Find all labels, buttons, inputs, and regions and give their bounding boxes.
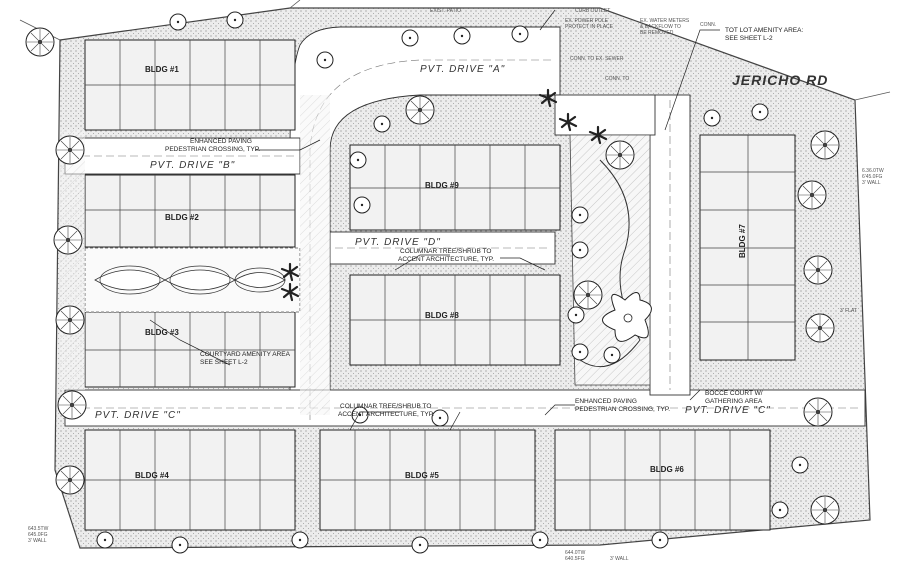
road-label-drive-c-left: PVT. DRIVE "C" bbox=[95, 410, 181, 421]
note-wall-right-2: 6'45.0FG bbox=[862, 174, 883, 180]
note-power-pole-2: PROTECT IN PLACE bbox=[565, 24, 614, 30]
road-label-jericho: JERICHO RD bbox=[732, 72, 828, 88]
note-curb-outlet: CURB OUTLET bbox=[575, 8, 610, 14]
note-conn-to: CONN. TO bbox=[605, 76, 629, 82]
note-wall-bottom-1: 644.0TW bbox=[565, 550, 586, 556]
road-label-drive-c-right: PVT. DRIVE "C" bbox=[685, 405, 771, 416]
building-label-3: BLDG #3 bbox=[145, 328, 179, 337]
building-label-6: BLDG #6 bbox=[650, 465, 684, 474]
columnar-callout-mid-line1: COLUMNAR TREE/SHRUB TO bbox=[400, 248, 491, 255]
bocce-callout-line1: BOCCE COURT W/ bbox=[705, 390, 763, 397]
tot-lot-callout-line1: TOT LOT AMENITY AREA: bbox=[725, 27, 803, 34]
note-wall-low-2: 645.0FG bbox=[28, 532, 48, 538]
note-water-meters-1: EX. WATER METERS bbox=[640, 18, 690, 24]
building-label-8: BLDG #8 bbox=[425, 311, 459, 320]
building-label-1: BLDG #1 bbox=[145, 65, 179, 74]
columnar-callout-mid-line2: ACCENT ARCHITECTURE, TYP. bbox=[398, 256, 494, 263]
note-conn-sewer: CONN. TO EX. SEWER bbox=[570, 56, 624, 62]
note-wall-right-3: 3' WALL bbox=[862, 180, 881, 186]
building-label-5: BLDG #5 bbox=[405, 471, 439, 480]
road-label-drive-a: PVT. DRIVE "A" bbox=[420, 64, 505, 75]
unit-divisions bbox=[85, 40, 795, 530]
leader-lines bbox=[149, 9, 720, 431]
drive-pavement bbox=[64, 26, 866, 427]
bocce-callout-line2: GATHERING AREA bbox=[705, 398, 763, 405]
building-label-7: BLDG #7 bbox=[738, 224, 747, 258]
note-water-meters-2: & BACKFLOW TO bbox=[640, 24, 681, 30]
courtyard-callout-line2: SEE SHEET L-2 bbox=[200, 359, 248, 366]
note-wall-right-1: 6.36.0TW bbox=[862, 168, 884, 174]
central-open-space bbox=[569, 134, 652, 386]
road-label-drive-b: PVT. DRIVE "B" bbox=[150, 160, 235, 171]
building-label-4: BLDG #4 bbox=[135, 471, 169, 480]
building-label-2: BLDG #2 bbox=[165, 213, 199, 222]
paving-callout-low-line1: ENHANCED PAVING bbox=[575, 398, 637, 405]
tot-lot-callout-line2: SEE SHEET L-2 bbox=[725, 35, 773, 42]
note-exist-patio: EXIST. PATIO bbox=[430, 8, 461, 14]
columnar-callout-low-line1: COLUMNAR TREE/SHRUB TO bbox=[340, 403, 431, 410]
paving-callout-low-line2: PEDESTRIAN CROSSING, TYP. bbox=[575, 406, 670, 413]
note-flat: 3' FLAT bbox=[840, 308, 857, 314]
building-label-9: BLDG #9 bbox=[425, 181, 459, 190]
note-wall-bottom-2: 640.5FG bbox=[565, 556, 585, 562]
courtyard-amenity bbox=[84, 247, 301, 313]
note-wall-low-3: 3' WALL bbox=[28, 538, 47, 544]
note-power-pole-1: EX. POWER POLE bbox=[565, 18, 609, 24]
paving-callout-top-line2: PEDESTRIAN CROSSING, TYP. bbox=[165, 146, 260, 153]
paving-callout-top-line1: ENHANCED PAVING bbox=[190, 138, 252, 145]
road-label-drive-d: PVT. DRIVE "D" bbox=[355, 237, 441, 248]
columnar-callout-low-line2: ACCENT ARCHITECTURE, TYP. bbox=[338, 411, 434, 418]
note-conn: CONN. bbox=[700, 22, 716, 28]
note-wall-low-1: 643.5TW bbox=[28, 526, 49, 532]
note-water-meters-3: BE REMOVED bbox=[640, 30, 674, 36]
courtyard-callout-line1: COURTYARD AMENITY AREA bbox=[200, 351, 291, 358]
note-wall-bottom-3: 3' WALL bbox=[610, 556, 629, 562]
